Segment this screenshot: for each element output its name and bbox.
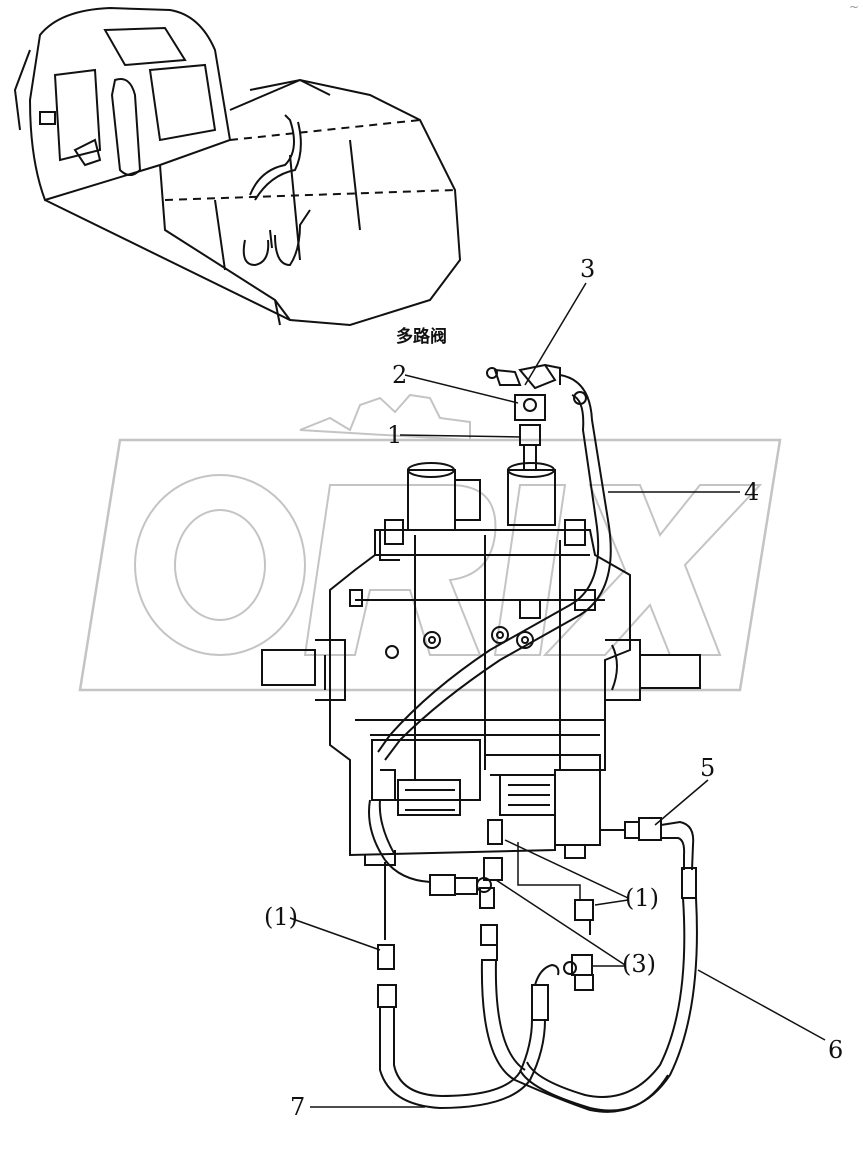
corner-mark: ~	[848, 0, 859, 14]
callout-1: 1	[387, 421, 403, 449]
hose-6	[519, 817, 698, 1112]
valve-caption: 多路阀	[396, 327, 447, 347]
callout-2: 2	[392, 361, 408, 389]
callout-part-3: (3)	[622, 950, 656, 978]
callout-3: 3	[580, 255, 596, 283]
callout-4: 4	[744, 478, 760, 506]
hose-4	[377, 374, 612, 761]
callout-5: 5	[700, 754, 716, 782]
callout-7: 7	[290, 1093, 306, 1121]
control-valve-assembly	[261, 462, 701, 866]
callout-6: 6	[828, 1036, 844, 1064]
leader-lines	[289, 282, 826, 1108]
lower-fittings-and-hoses	[368, 799, 669, 1113]
watermark-logo	[78, 393, 782, 692]
excavator-cab-illustration	[13, 6, 462, 327]
top-fittings	[486, 363, 561, 471]
callout-part-1-left: (1)	[264, 903, 298, 931]
callout-part-1-right: (1)	[625, 884, 659, 912]
